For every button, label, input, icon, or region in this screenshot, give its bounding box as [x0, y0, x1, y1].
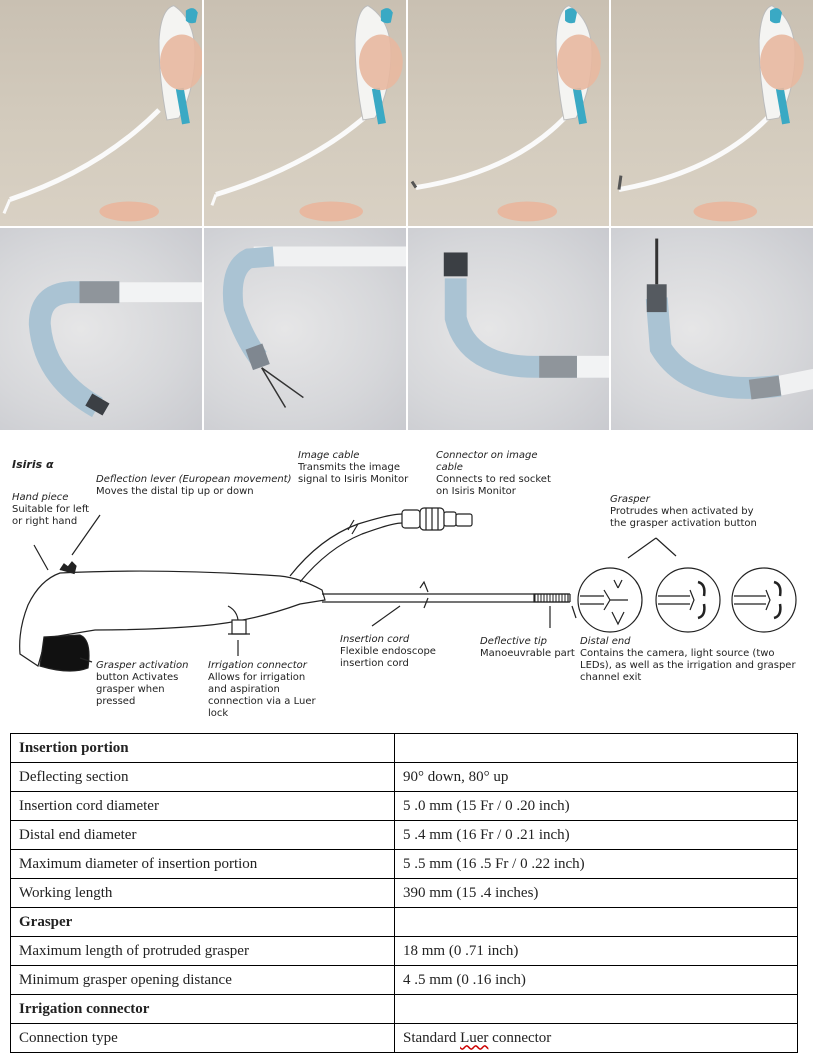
endoscope-handheld-image [410, 5, 601, 222]
spec-value: 4 .5 mm (0 .16 inch) [394, 965, 798, 995]
label-title: Grasper [610, 494, 650, 505]
photo-handheld-grasper [611, 0, 813, 226]
label-title: Distal end [580, 636, 631, 647]
label-text: Connects to red socket on Isiris Monitor [436, 474, 551, 497]
label-irrigation-connector: Irrigation connector Allows for irrigati… [208, 660, 320, 720]
label-insertion-cord: Insertion cord Flexible endoscope insert… [340, 634, 450, 670]
label-deflective-tip: Deflective tip Manoeuvrable part [480, 636, 580, 660]
endoscope-handheld-image [617, 5, 805, 222]
spec-label: Distal end diameter [10, 820, 395, 850]
model-title: Isiris α [12, 458, 54, 471]
label-text: Flexible endoscope insertion cord [340, 646, 436, 669]
label-text: Contains the camera, light source (two L… [580, 648, 796, 683]
spec-label: Irrigation connector [10, 994, 395, 1024]
label-text: Protrudes when activated by the grasper … [610, 506, 757, 529]
label-title: Connector on image cable [436, 450, 538, 473]
spec-value [394, 994, 798, 1024]
spec-value-prefix: Standard [403, 1029, 461, 1046]
label-grasper: Grasper Protrudes when activated by the … [610, 494, 760, 530]
spec-value: 5 .4 mm (16 Fr / 0 .21 inch) [394, 820, 798, 850]
photo-tip-closeup-grasper [203, 228, 406, 430]
label-text: Moves the distal tip up or down [96, 486, 254, 497]
spec-value: 5 .5 mm (16 .5 Fr / 0 .22 inch) [394, 849, 798, 879]
spec-label: Connection type [10, 1023, 395, 1053]
deflected-tip-image [222, 246, 406, 408]
photo-tip-closeup-down [0, 228, 202, 430]
label-title: Hand piece [12, 492, 69, 503]
table-row: Insertion cord diameter 5 .0 mm (15 Fr /… [10, 791, 798, 821]
label-text: Transmits the image signal to Isiris Mon… [298, 462, 409, 485]
spec-value [394, 907, 798, 937]
spec-value: 5 .0 mm (15 Fr / 0 .20 inch) [394, 791, 798, 821]
label-text: Allows for irrigation and aspiration con… [208, 672, 316, 719]
spec-value [394, 733, 798, 763]
photo-tip-closeup-up [407, 228, 610, 430]
photo-handheld-tip-up [203, 0, 406, 226]
table-row: Maximum diameter of insertion portion 5 … [10, 849, 798, 879]
specifications-table: Insertion portion Deflecting section 90°… [10, 733, 798, 1053]
table-row: Distal end diameter 5 .4 mm (16 Fr / 0 .… [10, 820, 798, 850]
label-title: Irrigation connector [208, 660, 307, 671]
label-image-cable: Image cable Transmits the image signal t… [298, 450, 424, 486]
endoscope-handheld-image [2, 5, 202, 222]
table-row: Working length 390 mm (15 .4 inches) [10, 878, 798, 908]
deflected-tip-image [646, 238, 813, 400]
label-title: Grasper activation [96, 660, 189, 671]
label-title: Insertion cord [340, 634, 410, 645]
label-grasper-button: Grasper activation button Activates gras… [96, 660, 206, 708]
spec-value-luer: Luer [460, 1029, 489, 1046]
spec-value: 18 mm (0 .71 inch) [394, 936, 798, 966]
label-connector: Connector on image cable Connects to red… [436, 450, 566, 498]
deflected-tip-image [443, 252, 610, 378]
spec-label: Working length [10, 878, 395, 908]
photo-handheld-straight [407, 0, 610, 226]
table-row: Minimum grasper opening distance 4 .5 mm… [10, 965, 798, 995]
grasper-detail-drawings [580, 579, 782, 626]
table-row: Connection type Standard Luer connector [10, 1023, 798, 1053]
table-row: Maximum length of protruded grasper 18 m… [10, 936, 798, 966]
table-row: Deflecting section 90° down, 80° up [10, 762, 798, 792]
deflected-tip-image [28, 281, 202, 418]
photo-tip-closeup-up-grasper [611, 228, 813, 430]
spec-label: Deflecting section [10, 762, 395, 792]
endoscope-line-drawing [19, 507, 797, 672]
table-section-row: Grasper [10, 907, 798, 937]
table-section-row: Insertion portion [10, 733, 798, 763]
photo-grid [0, 0, 813, 430]
photo-handheld-neutral [0, 0, 202, 226]
label-title: Deflective tip [480, 636, 547, 647]
label-text: button Activates grasper when pressed [96, 672, 179, 707]
label-title: Deflection lever (European movement) [96, 474, 292, 485]
label-deflection-lever: Deflection lever (European movement) Mov… [96, 474, 296, 498]
spec-label: Insertion portion [10, 733, 395, 763]
spec-value: 390 mm (15 .4 inches) [394, 878, 798, 908]
endoscope-handheld-image [210, 5, 403, 222]
spec-label: Minimum grasper opening distance [10, 965, 395, 995]
spec-label: Maximum length of protruded grasper [10, 936, 395, 966]
spec-label: Insertion cord diameter [10, 791, 395, 821]
label-text: Suitable for left or right hand [12, 504, 90, 527]
label-title: Image cable [298, 450, 360, 461]
spec-value-suffix: connector [488, 1029, 552, 1046]
table-section-row: Irrigation connector [10, 994, 798, 1024]
label-hand-piece: Hand piece Suitable for left or right ha… [12, 492, 92, 528]
spec-value: Standard Luer connector [394, 1023, 798, 1053]
spec-label: Grasper [10, 907, 395, 937]
label-text: Manoeuvrable part [480, 648, 575, 659]
endoscope-diagram: Isiris α Hand piece Suitable for left or… [0, 430, 813, 720]
label-distal-end: Distal end Contains the camera, light so… [580, 636, 806, 684]
spec-label: Maximum diameter of insertion portion [10, 849, 395, 879]
spec-value: 90° down, 80° up [394, 762, 798, 792]
